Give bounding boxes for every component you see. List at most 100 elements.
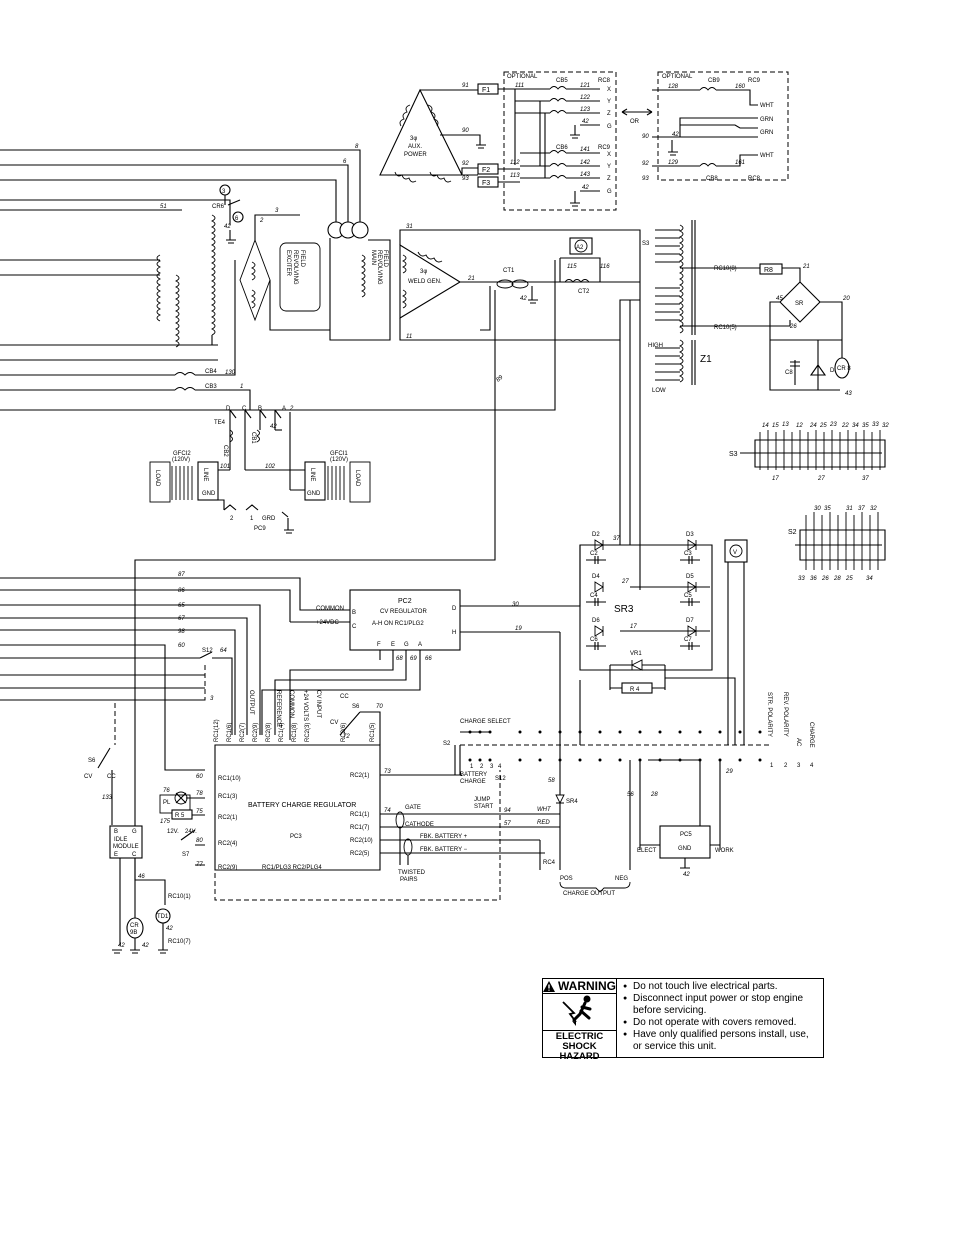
or-label: OR <box>630 119 640 125</box>
svg-text:42: 42 <box>683 872 690 878</box>
gfci1-gnd-label: GND <box>307 491 321 497</box>
s3-num-11: 32 <box>882 423 889 429</box>
svg-text:3: 3 <box>797 763 801 769</box>
aux-label: AUX. <box>408 144 422 150</box>
ac-label: AC <box>795 738 801 747</box>
svg-text:116: 116 <box>600 264 610 270</box>
pos-label: POS <box>560 876 573 882</box>
cb3-label: CB3 <box>205 384 217 390</box>
c5-label: C5 <box>684 593 692 599</box>
svg-text:92: 92 <box>462 161 469 167</box>
cv-input-vlabel: CV INPUT <box>315 690 321 718</box>
gfci2-gnd-label: GND <box>202 491 216 497</box>
svg-text:70: 70 <box>376 704 383 710</box>
common-vlabel: COMMON <box>288 690 294 718</box>
svg-text:112: 112 <box>510 160 520 166</box>
s2-deck-label: S2 <box>788 529 797 536</box>
rc-right-0: RC2(1) <box>350 773 369 779</box>
s2-switch-deck: S2 30 35 31 37 32 33 36 26 28 25 34 <box>788 506 886 582</box>
svg-text:75: 75 <box>196 809 203 815</box>
high-label: HIGH <box>648 343 663 349</box>
electric-shock-icon <box>543 994 616 1030</box>
cb4-label: CB4 <box>205 369 217 375</box>
a2-label: A2 <box>576 245 584 251</box>
rc-pin-5: RC1(4) <box>279 723 285 742</box>
svg-text:G: G <box>404 642 409 648</box>
pc3-label: PC3 <box>290 834 302 840</box>
gfci1-load-label: LOAD <box>354 470 360 487</box>
r8-label: R8 <box>764 267 773 274</box>
rc-right-1: RC1(1) <box>350 812 369 818</box>
s3-deck-label: S3 <box>729 451 738 458</box>
d2-label: D2 <box>592 532 600 538</box>
svg-text:115: 115 <box>567 264 577 270</box>
s3-num-9: 35 <box>862 423 869 429</box>
svg-text:8: 8 <box>355 144 359 150</box>
svg-text:28: 28 <box>650 792 658 798</box>
svg-text:B: B <box>258 406 262 412</box>
c7-label: C7 <box>684 637 692 643</box>
warning-header: WARNING <box>543 979 616 994</box>
stator-coils-left <box>0 214 216 348</box>
svg-text:A: A <box>418 642 422 648</box>
rc-pin-3: RC2(9) <box>253 723 259 742</box>
pc3-title: BATTERY CHARGE REGULATOR <box>248 802 356 809</box>
svg-text:46: 46 <box>138 874 145 880</box>
sr-label: SR <box>795 301 804 307</box>
work-label: WORK <box>715 848 734 854</box>
svg-text:A: A <box>282 406 286 412</box>
rc-pin-1: RC1(6) <box>227 723 233 742</box>
pc3-plug-label: RC1/PLG3 RC2/PLG4 <box>262 865 322 871</box>
left-harness-wires <box>0 149 556 771</box>
svg-text:19: 19 <box>515 626 522 632</box>
s2-label: S2 <box>443 741 451 747</box>
svg-text:175: 175 <box>160 819 171 825</box>
svg-text:11: 11 <box>406 334 412 340</box>
gfci2-rating: (120V) <box>172 457 190 463</box>
d3-label: D3 <box>686 532 694 538</box>
s3-switch-deck: S3 14 15 13 12 24 25 23 22 34 35 33 32 1… <box>729 422 889 482</box>
s3-num-10: 33 <box>872 422 879 428</box>
svg-text:31: 31 <box>406 224 413 230</box>
cb6-label: CB6 <box>556 145 568 151</box>
elect-label: ELECT <box>637 848 657 854</box>
battery-charge-label1: BATTERY <box>460 772 487 778</box>
svg-text:17: 17 <box>772 476 779 482</box>
rc-left-4: RC2(9) <box>218 865 237 871</box>
svg-text:3: 3 <box>210 696 214 702</box>
svg-text:42: 42 <box>520 296 527 302</box>
charge-select-label: CHARGE SELECT <box>460 719 511 725</box>
svg-text:21: 21 <box>802 264 810 270</box>
fuses: F1 F2 F3 <box>477 83 499 188</box>
r5-label: R 5 <box>175 813 185 819</box>
svg-text:73: 73 <box>384 769 391 775</box>
svg-text:26: 26 <box>789 324 797 330</box>
s3-num-3: 12 <box>796 423 803 429</box>
gfci1-label: GFCI1 <box>330 451 348 457</box>
cathode-label: CATHODE <box>405 822 434 828</box>
weld-gen-label: WELD GEN. <box>408 279 442 285</box>
s2-num-0: 30 <box>814 506 821 512</box>
s3-num-5: 25 <box>819 423 827 429</box>
s3-num-4: 24 <box>809 423 817 429</box>
rc-left-1: RC1(3) <box>218 794 237 800</box>
s2-num-5: 33 <box>798 576 805 582</box>
rc-pin-7: RC2(3) <box>305 723 311 742</box>
d6-label: D6 <box>592 618 600 624</box>
cv-upper-label: CV <box>330 720 338 726</box>
svg-text:45: 45 <box>776 296 783 302</box>
charge-output-label: CHARGE OUTPUT <box>563 891 615 897</box>
svg-text:65: 65 <box>178 603 185 609</box>
pl-label: PL <box>163 800 171 806</box>
pc2-label: PC2 <box>398 598 412 605</box>
rc-right-3: RC2(10) <box>350 838 373 844</box>
svg-text:160: 160 <box>735 84 746 90</box>
rc10-1-label: RC10(1) <box>168 894 191 900</box>
svg-text:66: 66 <box>425 656 432 662</box>
svg-text:93: 93 <box>462 176 469 182</box>
switches-s12-s6: S12 64 CC S6 CV 70 72 S6 CV CC 133 <box>84 648 383 825</box>
svg-text:86: 86 <box>178 588 185 594</box>
